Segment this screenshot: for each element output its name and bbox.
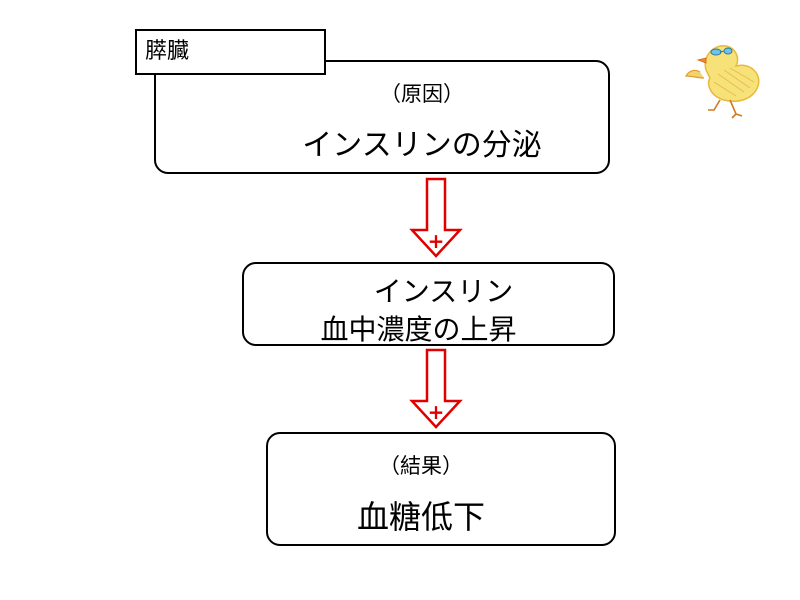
- cause-text: インスリンの分泌: [302, 128, 542, 163]
- result-box: （結果） 血糖低下: [266, 432, 616, 546]
- result-text: 血糖低下: [356, 498, 485, 536]
- middle-line-1: インスリン: [373, 275, 514, 308]
- cause-box: （原因） インスリンの分泌: [154, 60, 610, 174]
- down-arrow-icon: +: [409, 348, 463, 429]
- chick-illustration-icon: [685, 45, 760, 119]
- middle-line-2: 血中濃度の上昇: [320, 313, 517, 346]
- cause-heading: （原因）: [380, 82, 464, 106]
- insulin-concentration-box: インスリン 血中濃度の上昇: [242, 262, 615, 346]
- down-arrow-icon: +: [409, 177, 463, 258]
- organ-label: 膵臓: [135, 29, 326, 75]
- arrow-plus-sign: +: [428, 229, 445, 253]
- arrow-plus-sign: +: [428, 400, 445, 424]
- result-heading: （結果）: [379, 454, 463, 478]
